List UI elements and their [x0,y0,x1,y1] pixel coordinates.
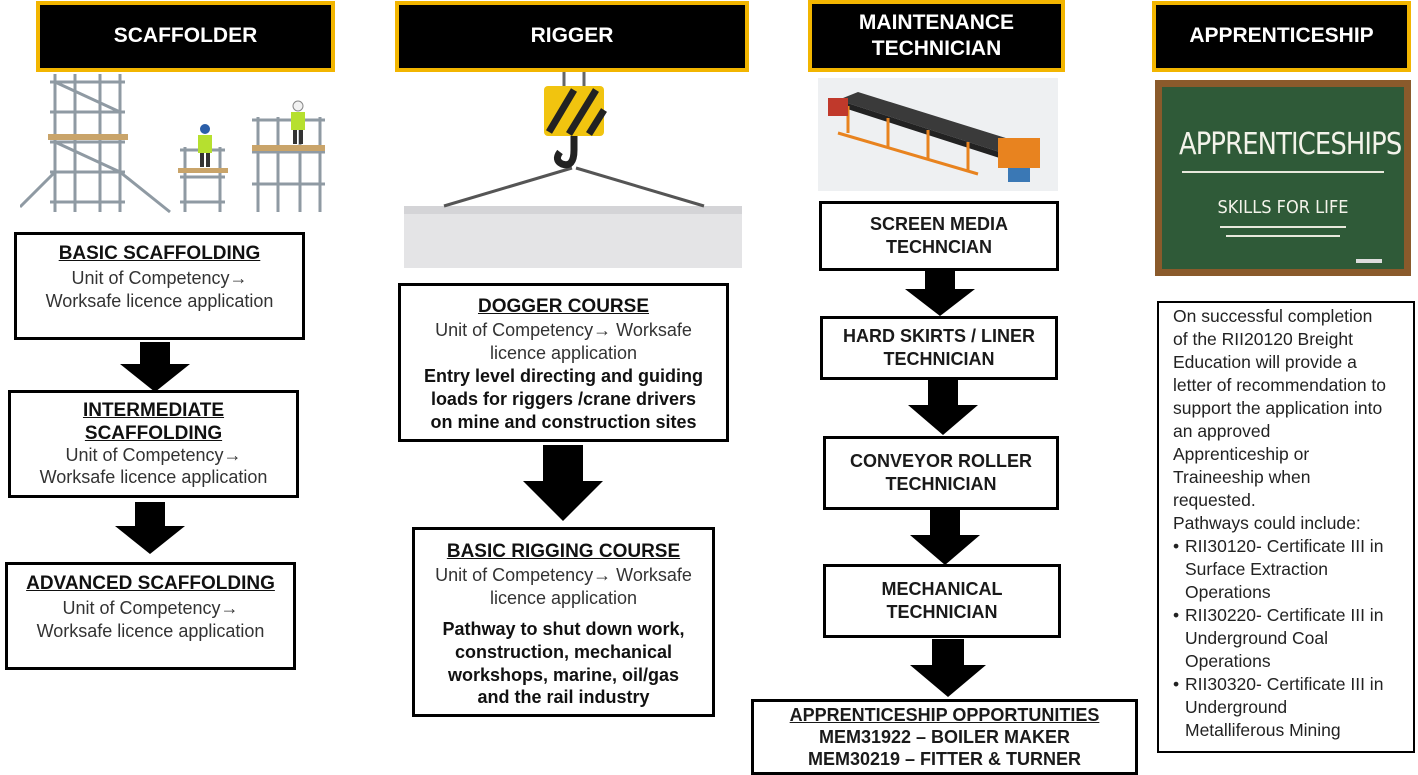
chalkboard-title: APPRENTICESHIPS [1178,127,1402,162]
intro-line: of the RII20120 Breight [1173,329,1353,349]
conveyor-roller-box: CONVEYOR ROLLER TECHNICIAN [823,436,1059,510]
arrow-down-icon [115,502,185,554]
dogger-course-box: DOGGER COURSE Unit of Competency→ Worksa… [398,283,729,442]
mechanical-line2: TECHNICIAN [886,602,998,622]
screen-media-line2: TECHNCIAN [886,237,992,257]
intro-line: Apprenticeship or [1173,444,1310,464]
header-rigger-label: RIGGER [530,24,614,48]
header-apprenticeship: APPRENTICESHIP [1152,1,1411,72]
basic-rigging-desc1: Pathway to shut down work, [442,618,685,639]
intro-line: Pathways could include: [1173,513,1361,533]
conveyor-image [818,78,1058,191]
intermediate-scaffolding-line1: Unit of Competency→ [65,445,242,466]
pathway-line: Underground [1185,697,1288,717]
header-rigger: RIGGER [395,1,749,72]
header-scaffolder: SCAFFOLDER [36,1,335,72]
screen-media-box: SCREEN MEDIA TECHNCIAN [819,201,1059,271]
screen-media-line1: SCREEN MEDIA [869,213,1008,234]
intermediate-scaffolding-box: INTERMEDIATE SCAFFOLDING Unit of Compete… [8,390,299,498]
hard-skirts-line1: HARD SKIRTS / LINER [842,325,1035,346]
pathways-list: RII30120- Certificate III in Surface Ext… [1173,535,1413,742]
intro-line: Education will provide a [1173,352,1357,372]
scaffold-image [20,74,325,214]
basic-scaffolding-title: BASIC SCAFFOLDING [58,243,261,264]
dogger-course-desc3: on mine and construction sites [430,411,697,432]
header-maintenance: MAINTENANCE TECHNICIAN [808,0,1065,72]
basic-rigging-desc2: construction, mechanical [454,641,673,662]
intro-line: an approved [1173,421,1271,441]
pathway-line: RII30320- Certificate III in [1185,674,1384,694]
intro-line: On successful completion [1173,306,1373,326]
pathway-line: RII30220- Certificate III in [1185,605,1384,625]
dogger-course-line1: Unit of Competency→ Worksafe [435,320,692,341]
mechanical-box: MECHANICAL TECHNICIAN [823,564,1061,638]
chalkboard-subtitle: SKILLS FOR LIFE [1217,197,1349,218]
conveyor-roller-line1: CONVEYOR ROLLER [849,450,1032,471]
header-apprenticeship-label: APPRENTICESHIP [1189,24,1374,48]
crane-hook-image [404,72,742,268]
advanced-scaffolding-box: ADVANCED SCAFFOLDING Unit of Competency→… [5,562,296,670]
basic-rigging-desc4: and the rail industry [477,687,650,708]
hard-skirts-box: HARD SKIRTS / LINER TECHNICIAN [820,316,1058,380]
basic-rigging-title: BASIC RIGGING COURSE [446,541,681,562]
pathway-line: Metalliferous Mining [1185,720,1341,740]
pathway-line: Underground Coal [1185,628,1329,648]
dogger-course-desc1: Entry level directing and guiding [423,365,704,386]
advanced-scaffolding-line1: Unit of Competency→ [62,597,239,618]
basic-rigging-line2: licence application [489,587,638,608]
basic-rigging-desc3: workshops, marine, oil/gas [447,664,680,685]
dogger-course-line2: licence application [489,342,638,363]
hard-skirts-line2: TECHNICIAN [883,349,995,369]
basic-scaffolding-line2: Worksafe licence application [45,291,274,312]
dogger-course-desc2: loads for riggers /crane drivers [430,388,697,409]
intermediate-scaffolding-title-1: INTERMEDIATE [82,400,225,421]
arrow-down-icon [120,342,190,392]
intro-line: Traineeship when [1173,467,1311,487]
intermediate-scaffolding-title-2: SCAFFOLDING [84,423,223,445]
header-maintenance-line1: MAINTENANCE [858,10,1015,34]
basic-rigging-line1: Unit of Competency→ Worksafe [435,565,692,586]
opportunities-line2: MEM30219 – FITTER & TURNER [807,748,1082,769]
intro-line: letter of recommendation to [1173,375,1387,395]
pathway-item: RII30320- Certificate III in Underground… [1173,673,1413,742]
header-maintenance-line2: TECHNICIAN [871,37,1002,60]
arrow-down-icon [910,639,986,697]
pathway-line: Operations [1185,582,1271,602]
pathway-line: RII30120- Certificate III in [1185,536,1384,556]
basic-rigging-box: BASIC RIGGING COURSE Unit of Competency→… [412,527,715,717]
pathway-item: RII30120- Certificate III in Surface Ext… [1173,535,1413,604]
pathway-line: Operations [1185,651,1271,671]
intermediate-scaffolding-line2: Worksafe licence application [39,467,268,488]
dogger-course-title: DOGGER COURSE [477,296,650,317]
basic-scaffolding-line1: Unit of Competency→ [71,267,248,288]
pathway-item: RII30220- Certificate III in Underground… [1173,604,1413,673]
arrow-down-icon [908,380,978,435]
mechanical-line1: MECHANICAL [881,578,1003,599]
advanced-scaffolding-title: ADVANCED SCAFFOLDING [26,573,275,594]
chalkboard-image: APPRENTICESHIPS SKILLS FOR LIFE [1155,80,1411,276]
opportunities-title: APPRENTICESHIP OPPORTUNITIES [789,705,1100,725]
intro-line: requested. [1173,490,1256,510]
pathway-line: Surface Extraction [1185,559,1328,579]
arrow-down-icon [523,445,603,521]
opportunities-line1: MEM31922 – BOILER MAKER [818,726,1071,747]
intro-line: support the application into [1173,398,1383,418]
apprenticeship-opportunities-box: APPRENTICESHIP OPPORTUNITIES MEM31922 – … [751,699,1138,775]
arrow-down-icon [905,271,975,316]
arrow-down-icon [910,510,980,565]
advanced-scaffolding-line2: Worksafe licence application [36,621,265,642]
conveyor-roller-line2: TECHNICIAN [885,474,997,494]
header-scaffolder-label: SCAFFOLDER [113,24,258,48]
basic-scaffolding-box: BASIC SCAFFOLDING Unit of Competency→ Wo… [14,232,305,340]
apprenticeship-info-box: On successful completion of the RII20120… [1157,301,1415,753]
